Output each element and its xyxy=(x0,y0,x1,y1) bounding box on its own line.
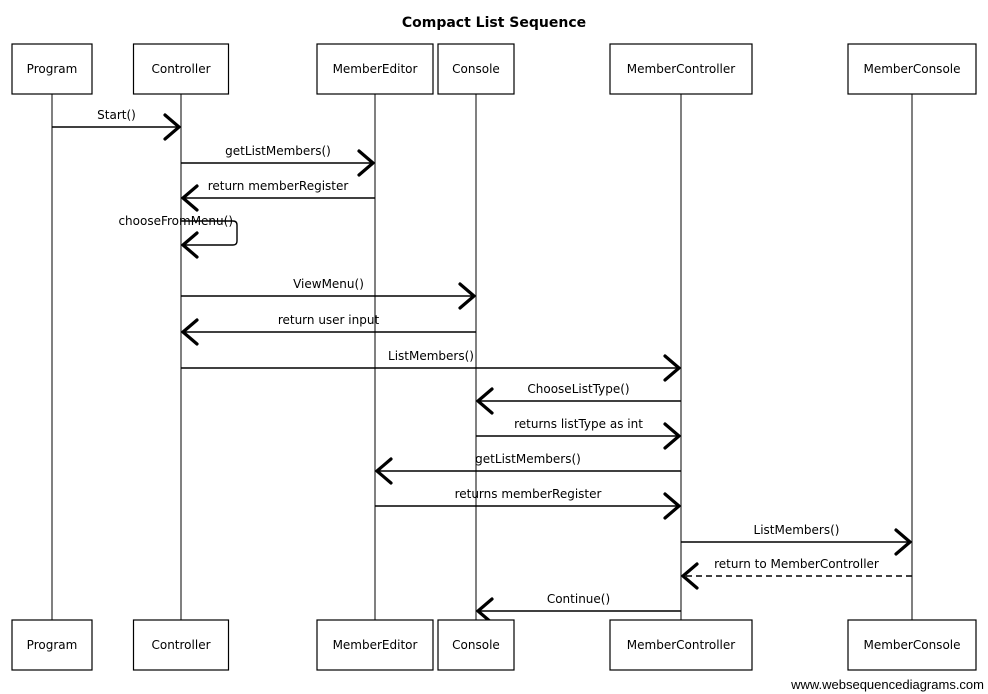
participant-label: MemberEditor xyxy=(333,638,418,652)
participant-box xyxy=(11,43,93,95)
arrowhead xyxy=(357,149,375,177)
participant-memberconsole-bottom: MemberConsole xyxy=(847,619,977,671)
arrowhead xyxy=(458,282,476,310)
participant-box xyxy=(437,619,515,671)
message-4: chooseFromMenu() xyxy=(118,214,238,259)
arrowhead xyxy=(181,318,199,346)
message-label: ListMembers() xyxy=(754,523,840,537)
arrowhead xyxy=(663,354,681,382)
participant-membercontroller-bottom: MemberController xyxy=(609,619,753,671)
participant-box xyxy=(132,619,230,671)
participant-box xyxy=(11,619,93,671)
message-9: returns listType as int xyxy=(476,417,681,450)
message-7: ListMembers() xyxy=(181,349,681,382)
participant-console-bottom: Console xyxy=(437,619,515,671)
message-label: ChooseListType() xyxy=(527,382,629,396)
participant-program-bottom: Program xyxy=(11,619,93,671)
message-14: Continue() xyxy=(476,592,681,625)
message-label: getListMembers() xyxy=(475,452,581,466)
participant-box xyxy=(609,43,753,95)
message-label: returns memberRegister xyxy=(455,487,602,501)
participant-label: MemberConsole xyxy=(864,62,961,76)
message-1: Start() xyxy=(52,108,181,141)
message-11: returns memberRegister xyxy=(375,487,681,520)
participant-console-top: Console xyxy=(437,43,515,95)
message-label: ViewMenu() xyxy=(293,277,364,291)
arrowhead xyxy=(181,184,199,212)
participant-label: MemberConsole xyxy=(864,638,961,652)
participant-controller-top: Controller xyxy=(132,43,230,95)
participant-box xyxy=(609,619,753,671)
message-label: chooseFromMenu() xyxy=(118,214,233,228)
message-label: returns listType as int xyxy=(514,417,643,431)
message-label: Continue() xyxy=(547,592,610,606)
messages: Start() getListMembers() return memberRegi… xyxy=(52,108,912,625)
message-label: Start() xyxy=(97,108,136,122)
message-label: ListMembers() xyxy=(388,349,474,363)
participant-membereditor-bottom: MemberEditor xyxy=(316,619,434,671)
participant-label: Program xyxy=(27,638,78,652)
message-line xyxy=(181,220,238,246)
participant-label: Controller xyxy=(151,638,210,652)
message-8: ChooseListType() xyxy=(476,382,681,415)
arrowhead xyxy=(663,492,681,520)
arrowhead xyxy=(181,231,199,259)
participant-controller-bottom: Controller xyxy=(132,619,230,671)
participant-box xyxy=(847,619,977,671)
participant-label: MemberController xyxy=(627,638,735,652)
participant-box xyxy=(132,43,230,95)
participant-label: Console xyxy=(452,62,500,76)
arrowhead xyxy=(476,387,494,415)
message-10: getListMembers() xyxy=(375,452,681,485)
message-6: return user input xyxy=(181,313,476,346)
message-label: getListMembers() xyxy=(225,144,331,158)
participant-box xyxy=(316,619,434,671)
participant-membercontroller-top: MemberController xyxy=(609,43,753,95)
participant-memberconsole-top: MemberConsole xyxy=(847,43,977,95)
message-label: return to MemberController xyxy=(714,557,879,571)
participant-membereditor-top: MemberEditor xyxy=(316,43,434,95)
participant-label: Program xyxy=(27,62,78,76)
message-2: getListMembers() xyxy=(181,144,375,177)
participant-program-top: Program xyxy=(11,43,93,95)
message-5: ViewMenu() xyxy=(181,277,476,310)
message-12: ListMembers() xyxy=(681,523,912,556)
arrowhead xyxy=(663,422,681,450)
arrowhead xyxy=(375,457,393,485)
participant-box xyxy=(316,43,434,95)
participant-box xyxy=(847,43,977,95)
participant-label: MemberEditor xyxy=(333,62,418,76)
diagram-title: Compact List Sequence xyxy=(402,15,586,31)
participant-label: Console xyxy=(452,638,500,652)
arrowhead xyxy=(163,113,181,141)
participant-label: MemberController xyxy=(627,62,735,76)
arrowhead xyxy=(681,562,699,590)
lifelines xyxy=(51,94,913,620)
message-3: return memberRegister xyxy=(181,179,375,212)
message-13: return to MemberController xyxy=(681,557,912,590)
participant-label: Controller xyxy=(151,62,210,76)
message-label: return user input xyxy=(278,313,380,327)
participant-box xyxy=(437,43,515,95)
message-label: return memberRegister xyxy=(208,179,349,193)
arrowhead xyxy=(894,528,912,556)
arrowhead xyxy=(476,597,494,625)
participant-boxes: ProgramProgramControllerControllerMember… xyxy=(11,43,977,671)
watermark-text: www.websequencediagrams.com xyxy=(790,677,984,692)
